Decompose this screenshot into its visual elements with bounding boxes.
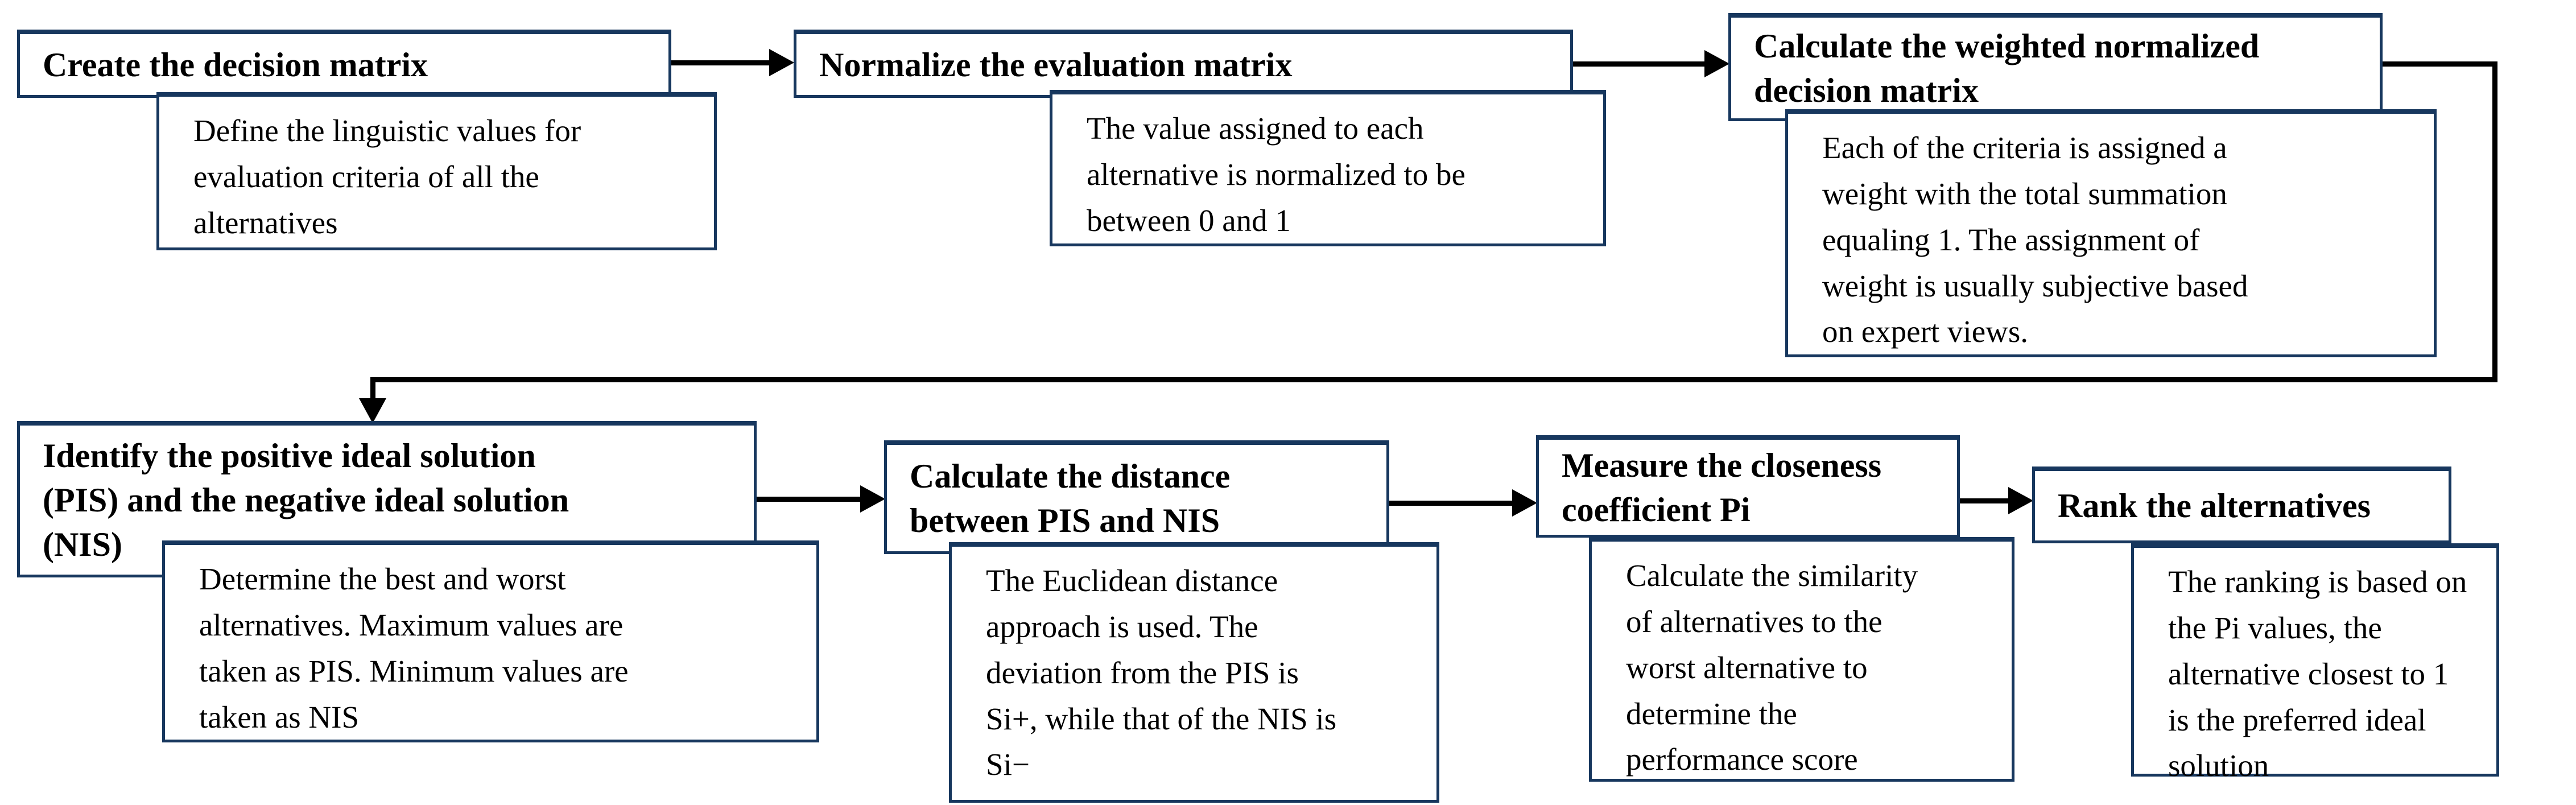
step1-title-box: Create the decision matrix	[17, 30, 671, 98]
step6-description-box: Calculate the similarity of alternatives…	[1589, 537, 2014, 782]
step4-title-box: Identify the positive ideal solution (PI…	[17, 421, 757, 577]
arrow-step5-to-step6-arrowhead-icon	[1512, 489, 1537, 517]
step4-description: Determine the best and worst alternative…	[199, 562, 629, 734]
step7-title-box: Rank the alternatives	[2032, 467, 2451, 543]
arrow-step2-to-step3-shaft	[1573, 61, 1704, 67]
step6-description: Calculate the similarity of alternatives…	[1626, 558, 1918, 777]
step3-title-box: Calculate the weighted normalized decisi…	[1728, 13, 2383, 121]
step3-description: Each of the criteria is assigned a weigh…	[1822, 130, 2248, 349]
step3-title: Calculate the weighted normalized decisi…	[1754, 27, 2260, 109]
arrow-step2-to-step3-arrowhead-icon	[1704, 50, 1729, 77]
step2-title-box: Normalize the evaluation matrix	[794, 30, 1573, 98]
step7-description-box: The ranking is based on the Pi values, t…	[2131, 543, 2499, 783]
arrow-step1-to-step2-shaft	[671, 60, 769, 65]
arrow-step6-to-step7-arrowhead-icon	[2008, 487, 2033, 514]
step1-title: Create the decision matrix	[43, 46, 428, 84]
step4-title: Identify the positive ideal solution (PI…	[43, 437, 569, 563]
step2-description: The value assigned to each alternative i…	[1087, 111, 1465, 238]
step1-description-box: Define the linguistic values for evaluat…	[156, 92, 717, 250]
arrow-step4-to-step5-shaft	[757, 497, 860, 502]
elbow-step3-to-step4-segment-right-vertical	[2492, 61, 2497, 382]
step6-title: Measure the closeness coefficient Pi	[1562, 446, 1882, 529]
elbow-step3-to-step4-arrowhead-icon	[359, 398, 386, 423]
step3-description-box: Each of the criteria is assigned a weigh…	[1785, 109, 2437, 357]
step1-description: Define the linguistic values for evaluat…	[193, 113, 581, 240]
step5-title-box: Calculate the distance between PIS and N…	[884, 440, 1389, 554]
step6-title-box: Measure the closeness coefficient Pi	[1536, 435, 1960, 538]
arrow-step1-to-step2-arrowhead-icon	[769, 49, 794, 76]
arrow-step6-to-step7-shaft	[1960, 498, 2008, 503]
elbow-step3-to-step4-segment-horizontal	[370, 377, 2497, 382]
step2-description-box: The value assigned to each alternative i…	[1050, 90, 1606, 246]
step5-description-box: The Euclidean distance approach is used.…	[949, 542, 1439, 803]
elbow-step3-to-step4-segment-drop	[370, 377, 375, 400]
arrow-step5-to-step6-shaft	[1389, 501, 1512, 506]
arrow-step4-to-step5-arrowhead-icon	[860, 485, 885, 513]
step7-title: Rank the alternatives	[2058, 487, 2371, 525]
step7-description: The ranking is based on the Pi values, t…	[2168, 564, 2467, 783]
step4-description-box: Determine the best and worst alternative…	[162, 540, 819, 742]
step5-title: Calculate the distance between PIS and N…	[910, 457, 1231, 539]
step2-title: Normalize the evaluation matrix	[819, 46, 1293, 84]
step5-description: The Euclidean distance approach is used.…	[986, 563, 1337, 782]
elbow-step3-to-step4-segment-top	[2383, 61, 2497, 67]
